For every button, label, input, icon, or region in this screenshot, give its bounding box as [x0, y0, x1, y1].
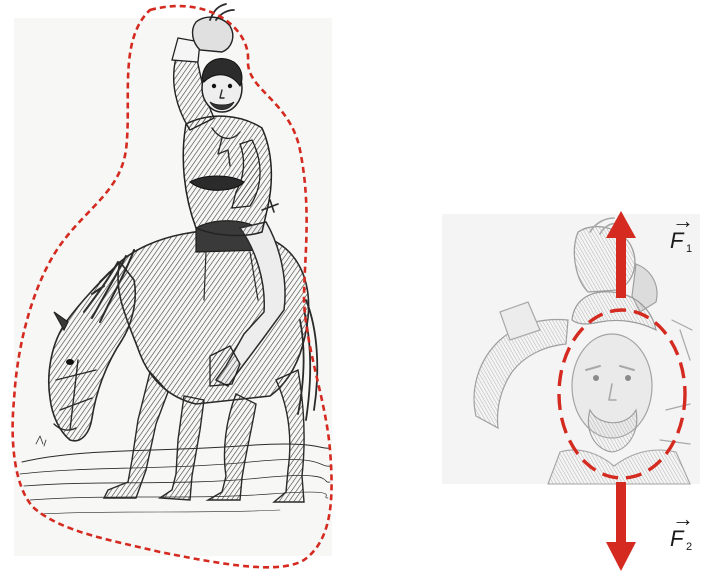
force-label-f1-symbol: F — [670, 228, 685, 253]
rider-head — [202, 59, 242, 112]
force-label-f1-subscript: 1 — [686, 243, 692, 255]
force-label-f1: → F 1 — [670, 208, 694, 255]
force-label-f2: → F 2 — [670, 506, 694, 553]
force-arrow-f2 — [606, 482, 636, 571]
force-label-f2-symbol: F — [670, 526, 685, 551]
left-panel — [13, 4, 332, 567]
right-panel: → F 1 → F 2 — [442, 208, 700, 571]
force-label-f2-subscript: 2 — [686, 541, 692, 553]
